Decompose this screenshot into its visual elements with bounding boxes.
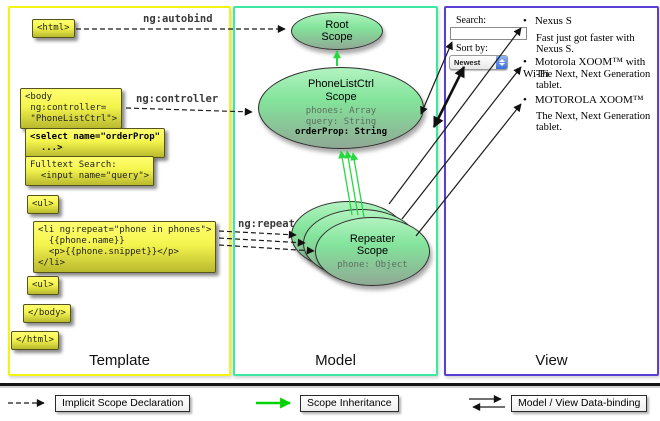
code-body-close: </body>: [23, 304, 71, 323]
phonelistctrl-scope-ellipse: PhoneListCtrl Scope phones: Array query:…: [258, 67, 424, 149]
repeat-label: ng:repeat: [238, 218, 295, 230]
template-label: Template: [89, 352, 150, 369]
view-label: View: [535, 352, 568, 369]
code-li-repeat: <li ng:repeat="phone in phones"> {{phone…: [33, 221, 217, 273]
phone-item-desc: The Next, Next Generation tablet.: [536, 69, 651, 91]
prop-phone: phone: Object: [337, 259, 408, 270]
code-fulltext-search: Fulltext Search: <input name="query">: [25, 156, 155, 186]
code-html-close: </html>: [11, 331, 59, 350]
bullet-icon: •: [523, 56, 527, 68]
phonelistctrl-scope-title: PhoneListCtrl Scope: [307, 78, 375, 103]
model-label: Model: [315, 352, 356, 369]
phone-item-name: •Nexus S: [523, 15, 572, 27]
code-ul-open: <ul>: [27, 195, 59, 214]
repeater-scope-title: Repeater Scope: [349, 232, 396, 258]
autobind-label: ng:autobind: [143, 13, 213, 25]
bullet-icon: •: [523, 94, 527, 106]
sort-dropdown[interactable]: Newest: [449, 55, 508, 70]
separator-line: [0, 383, 660, 386]
model-panel: Model: [233, 6, 438, 376]
phone-item-desc: Fast just got faster with Nexus S.: [536, 33, 635, 55]
search-input[interactable]: [450, 27, 527, 40]
legend-implicit-scope-box: Implicit Scope Declaration: [55, 395, 191, 412]
prop-phones: phones: Array: [305, 106, 377, 117]
controller-label: ng:controller: [136, 93, 219, 105]
legend-data-binding-box: Model / View Data-binding: [511, 395, 648, 412]
root-scope-ellipse: Root Scope: [291, 12, 383, 50]
prop-query: query: String: [305, 116, 377, 127]
phone-item-desc: The Next, Next Generation tablet.: [536, 111, 651, 133]
bullet-icon: •: [523, 15, 527, 27]
dropdown-stepper-icon: [496, 56, 507, 69]
sort-dropdown-value: Newest: [454, 58, 481, 67]
phone-item-name: •MOTOROLA XOOM™: [523, 94, 644, 106]
code-select-orderprop: <select name="orderProp" ...>: [25, 128, 166, 158]
code-ul-close: <ul>: [27, 276, 59, 295]
legend-scope-inheritance-box: Scope Inheritance: [300, 395, 399, 412]
prop-orderprop: orderProp: String: [294, 127, 388, 138]
code-body-open: <body ng:controller= "PhoneListCtrl">: [20, 88, 123, 129]
phone-item-name: •Motorola XOOM™ with Wi-Fi: [523, 56, 646, 80]
repeater-scope-ellipse: Repeater Scope phone: Object: [315, 217, 430, 286]
code-html-open: <html>: [32, 19, 75, 38]
root-scope-title: Root Scope: [321, 18, 353, 44]
sort-label: Sort by:: [456, 43, 488, 54]
search-label: Search:: [456, 15, 486, 26]
